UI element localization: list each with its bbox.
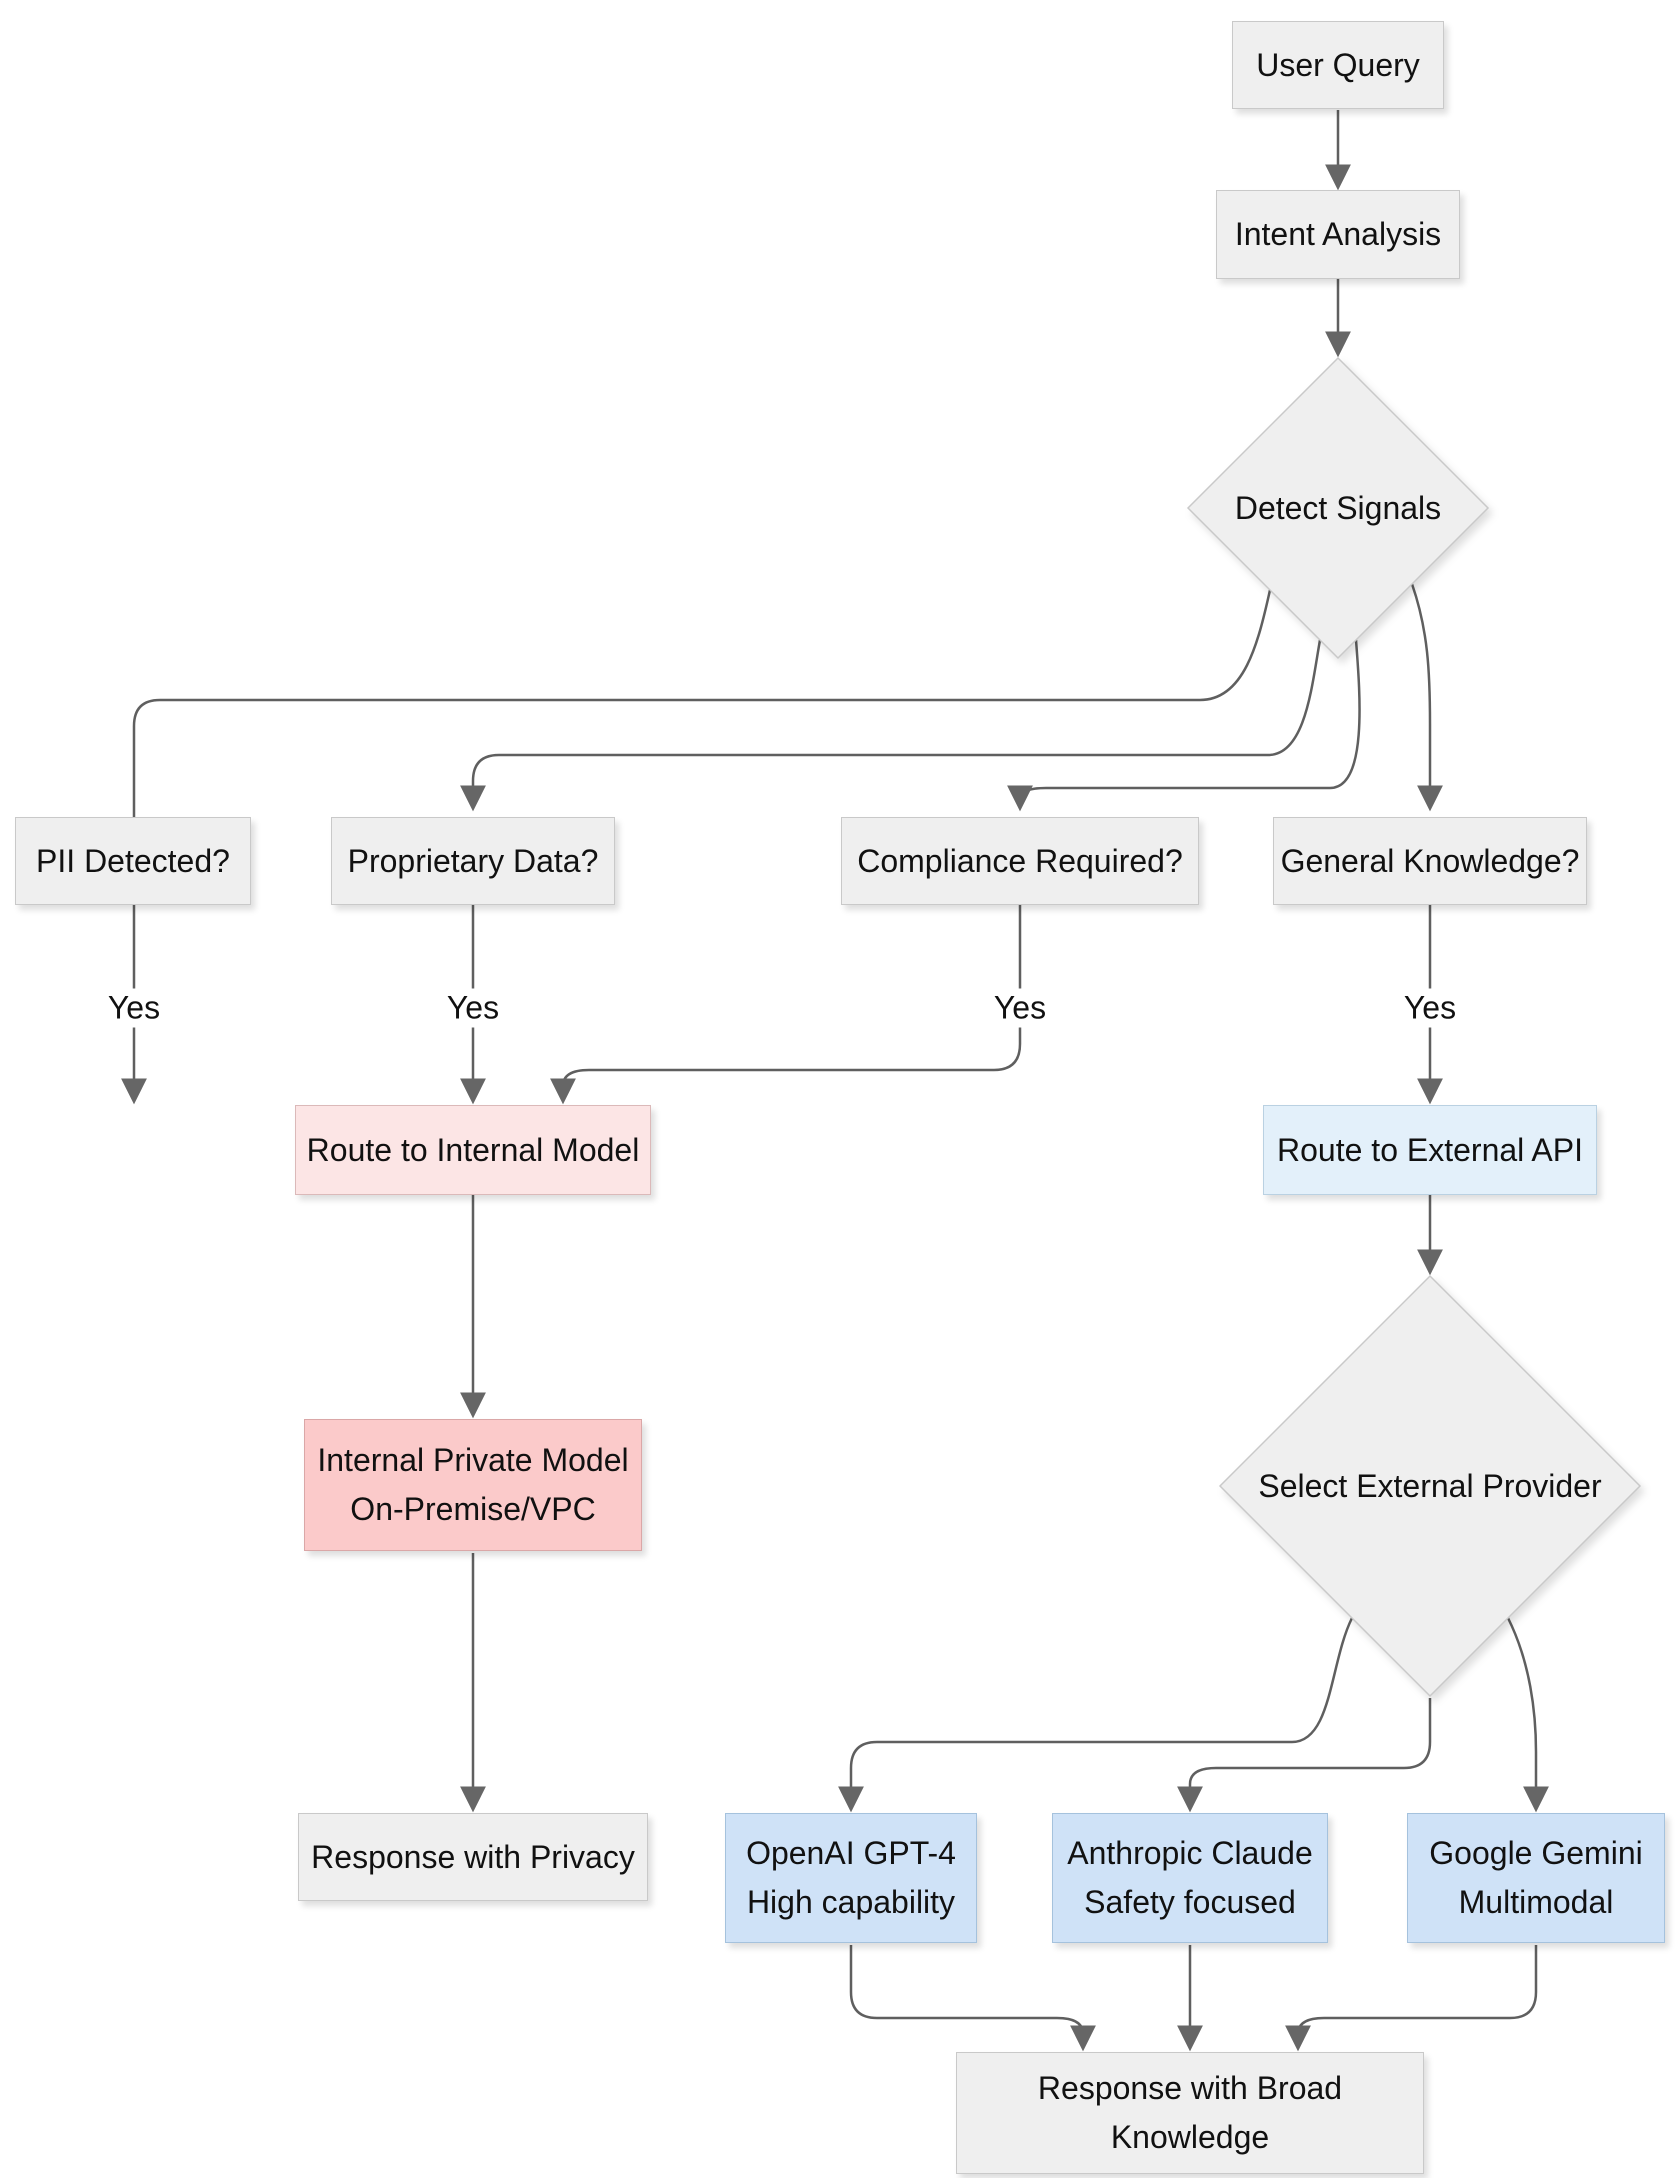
node-internal-private-model-line1: Internal Private Model	[317, 1442, 629, 1478]
node-openai-gpt4: OpenAI GPT-4 High capability	[725, 1813, 977, 1943]
edge-detect-to-proprietary	[460, 639, 1322, 812]
node-openai-gpt4-line2: High capability	[746, 1884, 956, 1920]
edge-detect-to-general	[1410, 583, 1443, 812]
edge-label-pii-yes: Yes	[98, 988, 170, 1028]
node-user-query-label: User Query	[1256, 46, 1420, 83]
node-proprietary-data-label: Proprietary Data?	[347, 842, 599, 879]
select-provider-diamond	[1218, 1274, 1642, 1698]
edge-openai-to-response-broad	[849, 1945, 1096, 2052]
node-route-internal: Route to Internal Model	[295, 1105, 651, 1195]
node-response-broad: Response with Broad Knowledge	[956, 2052, 1424, 2174]
edge-select-to-anthropic	[1177, 1698, 1432, 1813]
node-anthropic-claude: Anthropic Claude Safety focused	[1052, 1813, 1328, 1943]
node-internal-private-model-line2: On-Premise/VPC	[350, 1491, 596, 1527]
edge-detect-to-compliance	[1007, 639, 1361, 812]
edge-select-to-openai	[838, 1617, 1354, 1813]
node-general-knowledge-label: General Knowledge?	[1280, 842, 1580, 879]
edge-label-compliance-yes: Yes	[984, 988, 1056, 1028]
edge-select-to-gemini	[1506, 1617, 1549, 1813]
node-route-internal-label: Route to Internal Model	[306, 1131, 640, 1168]
node-response-broad-line1: Response with Broad	[1037, 2070, 1343, 2106]
node-route-external: Route to External API	[1263, 1105, 1597, 1195]
node-internal-private-model: Internal Private Model On-Premise/VPC	[304, 1419, 642, 1551]
node-pii-detected-label: PII Detected?	[36, 842, 230, 879]
node-openai-gpt4-line1: OpenAI GPT-4	[746, 1835, 956, 1871]
node-google-gemini-line2: Multimodal	[1458, 1884, 1614, 1920]
node-intent-analysis-label: Intent Analysis	[1234, 216, 1442, 252]
node-response-privacy: Response with Privacy	[298, 1813, 648, 1901]
node-select-provider-label: Select External Provider	[1258, 1467, 1602, 1504]
node-response-privacy-label: Response with Privacy	[311, 1838, 635, 1875]
node-intent-analysis: Intent Analysis	[1216, 190, 1460, 279]
edge-detect-to-pii	[121, 589, 1272, 1105]
edge-compliance-yes-to-route-internal	[550, 895, 1022, 1105]
node-user-query: User Query	[1232, 21, 1444, 109]
node-compliance-required: Compliance Required?	[841, 817, 1199, 905]
node-proprietary-data: Proprietary Data?	[331, 817, 615, 905]
node-detect-signals-label: Detect Signals	[1234, 489, 1442, 526]
edge-label-proprietary-yes: Yes	[437, 988, 509, 1028]
node-google-gemini-line1: Google Gemini	[1429, 1835, 1643, 1871]
node-google-gemini: Google Gemini Multimodal	[1407, 1813, 1665, 1943]
detect-signals-diamond	[1186, 356, 1490, 660]
edge-label-general-yes: Yes	[1394, 988, 1466, 1028]
node-route-external-label: Route to External API	[1277, 1131, 1583, 1168]
node-compliance-required-label: Compliance Required?	[857, 842, 1183, 879]
node-pii-detected: PII Detected?	[15, 817, 251, 905]
edge-gemini-to-response-broad	[1285, 1945, 1538, 2052]
node-general-knowledge: General Knowledge?	[1273, 817, 1587, 905]
node-anthropic-claude-line2: Safety focused	[1084, 1884, 1296, 1920]
node-response-broad-line2: Knowledge	[1110, 2119, 1270, 2155]
node-anthropic-claude-line1: Anthropic Claude	[1067, 1835, 1313, 1871]
